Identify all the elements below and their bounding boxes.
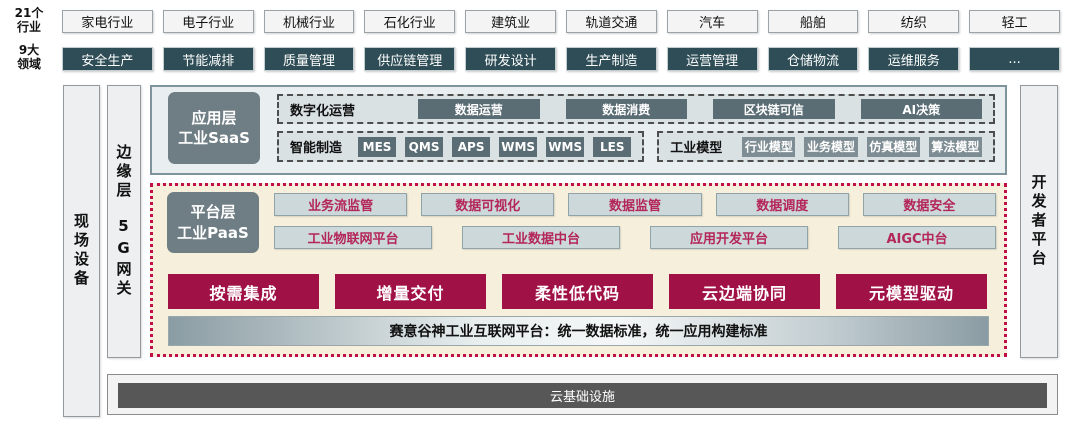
edge-layer-label: 边缘层 — [114, 144, 133, 201]
saas-title-line1: 应用层 — [191, 108, 237, 127]
paas-platform-box: 应用开发平台 — [650, 226, 808, 249]
industries-row: 家电行业电子行业机械行业石化行业建筑业轨道交通汽车船舶纺织轻工 — [62, 10, 1060, 33]
industry-model-panel: 工业模型 行业模型业务模型仿真模型算法模型 — [657, 131, 995, 162]
gateway-label: 5G网关 — [114, 217, 133, 299]
industry-model-items: 行业模型业务模型仿真模型算法模型 — [742, 136, 982, 157]
domains-row: 安全生产节能减排质量管理供应链管理研发设计生产制造运营管理仓储物流运维服务... — [62, 47, 1060, 71]
developer-platform-column: 开发者平台 — [1020, 85, 1058, 358]
industry-box: 石化行业 — [364, 10, 456, 33]
capability-box: 柔性低代码 — [502, 274, 653, 309]
capabilities-row: 按需集成增量交付柔性低代码云边端协同元模型驱动 — [168, 274, 987, 309]
paas-platform-box: 工业数据中台 — [462, 226, 620, 249]
industry-box: 轻工 — [969, 10, 1060, 33]
domain-box: 研发设计 — [465, 47, 556, 71]
domain-box: 安全生产 — [62, 47, 153, 71]
paas-service-box: 业务流监管 — [274, 193, 408, 216]
smart-manufacturing-item: WMS — [499, 136, 538, 157]
smart-manufacturing-item: APS — [452, 136, 491, 157]
industry-box: 机械行业 — [263, 10, 355, 33]
industry-model-item: 算法模型 — [928, 136, 982, 157]
domain-box: 运营管理 — [666, 47, 758, 71]
capability-box: 按需集成 — [168, 274, 319, 309]
paas-platform-box: 工业物联网平台 — [274, 226, 432, 249]
domain-box: 节能减排 — [162, 47, 254, 71]
paas-service-box: 数据监管 — [568, 193, 702, 216]
domains-count-line1: 9大 — [18, 43, 40, 57]
domain-box: 运维服务 — [868, 47, 960, 71]
paas-title-line2: 工业PaaS — [177, 223, 249, 242]
digital-ops-item: AI决策 — [860, 99, 982, 119]
saas-panels: 数字化运营 数据运营 数据消费 区块链可信 AI决策 智能制造 MES QMS APS WM… — [277, 94, 995, 162]
digital-ops-items: 数据运营 数据消费 区块链可信 AI决策 — [418, 99, 982, 119]
capability-box: 增量交付 — [335, 274, 486, 309]
field-devices-column: 现场设备 — [63, 85, 100, 417]
industries-count-label: 21个 行业 — [8, 6, 50, 35]
capability-box: 元模型驱动 — [836, 274, 987, 309]
industry-box: 汽车 — [666, 10, 758, 33]
industry-model-item: 仿真模型 — [866, 136, 920, 157]
paas-title-line1: 平台层 — [190, 203, 236, 222]
domain-box: 仓储物流 — [767, 47, 859, 71]
industry-box: 船舶 — [767, 10, 859, 33]
saas-title-line2: 工业SaaS — [178, 129, 250, 147]
industry-model-item: 行业模型 — [742, 136, 796, 157]
developer-platform-label: 开发者平台 — [1029, 174, 1048, 269]
smart-manufacturing-label: 智能制造 — [290, 141, 343, 156]
domain-box: ... — [969, 47, 1060, 71]
industry-box: 轨道交通 — [565, 10, 657, 33]
domains-count-label: 9大 领域 — [8, 43, 50, 72]
platform-banner: 赛意谷神工业互联网平台：统一数据标准，统一应用构建标准 — [168, 316, 989, 346]
paas-row-2: 工业物联网平台 工业数据中台 应用开发平台 AIGC中台 — [274, 226, 996, 249]
paas-service-box: 数据可视化 — [421, 193, 555, 216]
smart-manufacturing-item: QMS — [405, 136, 444, 157]
field-devices-label: 现场设备 — [72, 213, 90, 289]
cloud-infra-bar: 云基础设施 — [118, 383, 1047, 408]
digital-ops-item: 数据运营 — [418, 99, 540, 119]
industry-box: 建筑业 — [465, 10, 556, 33]
smart-manufacturing-panel: 智能制造 MES QMS APS WMS WMS LES — [277, 131, 645, 162]
digital-ops-item: 区块链可信 — [713, 99, 835, 119]
saas-second-row: 智能制造 MES QMS APS WMS WMS LES 工业模型 行业模型业务模型仿真模… — [277, 131, 995, 162]
paas-layer-container: 平台层 工业PaaS 业务流监管数据可视化数据监管数据调度数据安全 工业物联网平… — [150, 183, 1007, 357]
edge-layer-column: 边缘层 5G网关 — [107, 85, 141, 358]
domain-box: 供应链管理 — [364, 47, 456, 71]
smart-manufacturing-items: MES QMS APS WMS WMS LES — [358, 136, 632, 157]
paas-service-box: 数据安全 — [862, 193, 997, 216]
smart-manufacturing-item: LES — [593, 136, 632, 157]
digital-ops-item: 数据消费 — [565, 99, 687, 119]
paas-service-rows: 业务流监管数据可视化数据监管数据调度数据安全 工业物联网平台 工业数据中台 应用开发… — [274, 193, 997, 249]
domain-box: 生产制造 — [565, 47, 657, 71]
digital-ops-panel: 数字化运营 数据运营 数据消费 区块链可信 AI决策 — [277, 94, 995, 124]
industry-box: 纺织 — [868, 10, 960, 33]
smart-manufacturing-item: MES — [358, 136, 397, 157]
cloud-infra-container: 云基础设施 — [107, 374, 1058, 415]
industry-box: 电子行业 — [162, 10, 254, 33]
saas-layer-container: 应用层 工业SaaS 数字化运营 数据运营 数据消费 区块链可信 AI决策 智能制造 … — [150, 85, 1007, 175]
industries-count-line1: 21个 — [14, 6, 44, 20]
domain-box: 质量管理 — [263, 47, 355, 71]
industry-model-item: 业务模型 — [804, 136, 858, 157]
paas-service-box: 数据调度 — [715, 193, 849, 216]
paas-layer-title: 平台层 工业PaaS — [167, 192, 259, 253]
industries-count-line2: 行业 — [16, 19, 41, 34]
paas-platform-box: AIGC中台 — [838, 226, 996, 249]
domains-count-line2: 领域 — [16, 56, 41, 71]
paas-row-1: 业务流监管数据可视化数据监管数据调度数据安全 — [274, 193, 997, 216]
digital-ops-label: 数字化运营 — [290, 103, 356, 119]
industry-model-label: 工业模型 — [670, 141, 723, 156]
saas-layer-title: 应用层 工业SaaS — [168, 92, 260, 164]
smart-manufacturing-item: WMS — [546, 136, 585, 157]
industry-box: 家电行业 — [62, 10, 153, 33]
capability-box: 云边端协同 — [669, 274, 820, 309]
